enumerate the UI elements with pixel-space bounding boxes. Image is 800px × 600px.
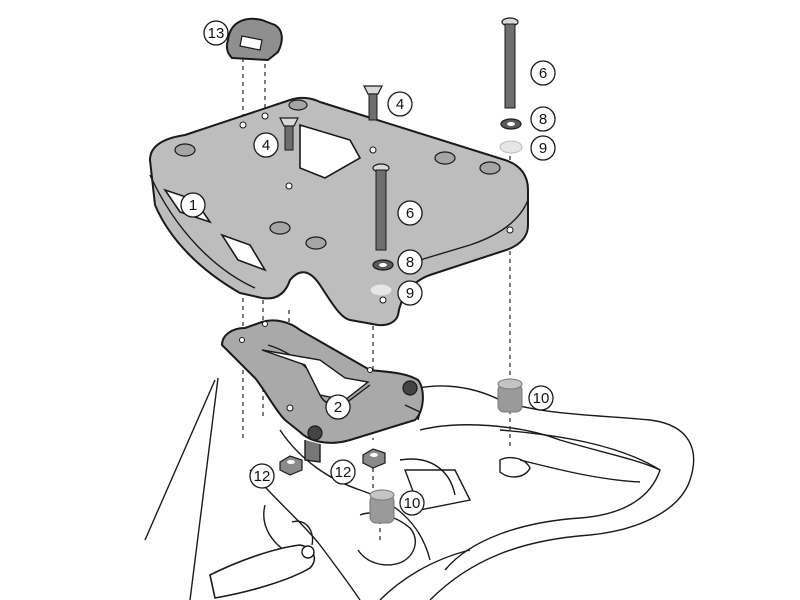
flat-spacer-right [499, 140, 523, 154]
callout-9-right: 9 [530, 135, 556, 161]
callout-8-right: 8 [530, 106, 556, 132]
callout-4-top: 4 [387, 91, 413, 117]
callout-1: 1 [180, 192, 206, 218]
flange-nut-left [279, 455, 303, 476]
lock-washer-right [500, 118, 522, 130]
long-bolt-right [501, 17, 519, 109]
callout-6-center-label: 6 [406, 205, 414, 222]
tail-light [209, 520, 316, 599]
callout-12-left: 12 [249, 463, 275, 489]
callout-12-left-label: 12 [254, 468, 271, 485]
callout-8-center: 8 [397, 249, 423, 275]
long-bolt-center [372, 163, 390, 251]
callout-6-center: 6 [397, 200, 423, 226]
callout-9-center-label: 9 [406, 285, 414, 302]
callout-10-center: 10 [399, 490, 425, 516]
bracket-post [304, 404, 421, 463]
mounting-bracket [221, 319, 424, 444]
callout-8-right-label: 8 [539, 111, 547, 128]
rubber-spacer-center [369, 489, 395, 524]
frame-lines [144, 377, 219, 600]
handle-grip [225, 17, 283, 61]
callout-2-label: 2 [334, 399, 342, 416]
callout-1-label: 1 [189, 197, 197, 214]
callout-4-left-label: 4 [262, 137, 270, 154]
callout-12-center: 12 [330, 459, 356, 485]
callout-4-left: 4 [253, 132, 279, 158]
flange-nut-center [362, 448, 386, 469]
rubber-spacer-right [497, 378, 523, 413]
callout-13: 13 [203, 20, 229, 46]
callout-8-center-label: 8 [406, 254, 414, 271]
callout-10-right-label: 10 [533, 390, 550, 407]
lock-washer-center [372, 259, 394, 271]
callout-4-top-label: 4 [396, 96, 404, 113]
flat-spacer-center [369, 283, 393, 297]
motorcycle-subframe [249, 385, 695, 600]
callout-12-center-label: 12 [335, 464, 352, 481]
callout-6-right-label: 6 [539, 65, 547, 82]
callout-13-label: 13 [208, 25, 225, 42]
countersunk-screw-left [279, 117, 299, 151]
callout-10-center-label: 10 [404, 495, 421, 512]
callout-2: 2 [325, 394, 351, 420]
callout-10-right: 10 [528, 385, 554, 411]
callout-9-center: 9 [397, 280, 423, 306]
callout-9-right-label: 9 [539, 140, 547, 157]
callout-6-right: 6 [530, 60, 556, 86]
top-rack-plate [149, 96, 529, 327]
countersunk-screw-top [363, 85, 383, 121]
